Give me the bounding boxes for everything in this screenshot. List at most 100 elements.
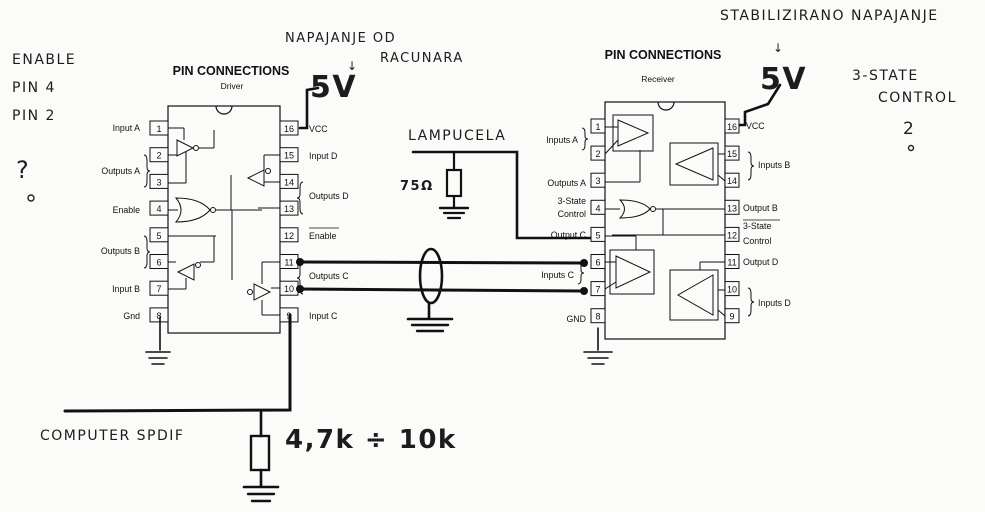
receiver-pin-6-number: 6 bbox=[595, 258, 600, 268]
receiver-pins: 1 16 2 15 3 14 4 13 5 12 6 11 7 10 8 9 bbox=[590, 118, 740, 324]
receiver-pin-8-number: 8 bbox=[595, 312, 600, 322]
driver-subtitle: Driver bbox=[221, 81, 244, 91]
receiver-pin-1-number: 1 bbox=[595, 122, 600, 132]
receiver-pin-3-number: 3 bbox=[595, 176, 600, 186]
receiver-pin-10-number: 10 bbox=[727, 285, 737, 295]
hand-wiring bbox=[63, 83, 782, 503]
receiver-label-outputs-a: Outputs A bbox=[547, 178, 586, 188]
driver-pin-7-box bbox=[149, 280, 169, 296]
driver-pin-12-box bbox=[279, 227, 299, 243]
receiver-pin-7-number: 7 bbox=[595, 285, 600, 295]
note-resistor-range: 4,7k ÷ 10k bbox=[285, 425, 457, 455]
driver-pin-11-number: 11 bbox=[284, 258, 293, 268]
driver-pin-14-number: 14 bbox=[284, 177, 294, 187]
receiver-label-output-b: Output B bbox=[743, 203, 778, 213]
receiver-pin-3-box bbox=[590, 172, 606, 188]
receiver-pin-10-box bbox=[724, 281, 740, 297]
note-resistor-75: 75Ω bbox=[400, 179, 434, 194]
receiver-label-output-c: Output C bbox=[551, 230, 587, 240]
note-question-left: ? bbox=[16, 156, 30, 184]
driver-pin-16-box bbox=[279, 120, 299, 136]
receiver-label-control-2: Control bbox=[743, 236, 771, 246]
receiver-pin-9-number: 9 bbox=[729, 312, 734, 322]
driver-pin-10-number: 10 bbox=[284, 284, 294, 294]
note-napajanje-od: NAPAJANJE OD bbox=[285, 31, 396, 46]
driver-pin-13-number: 13 bbox=[284, 204, 294, 214]
receiver-pin-12-number: 12 bbox=[727, 230, 737, 240]
receiver-label-inputs-c: Inputs C bbox=[541, 270, 574, 280]
handwritten-notes: ENABLE PIN 4 PIN 2 ? NAPAJANJE OD RACUNA… bbox=[12, 8, 957, 455]
receiver-subtitle: Receiver bbox=[641, 74, 675, 84]
note-right-mark: 2 bbox=[903, 119, 915, 139]
driver-label-outputs-b: Outputs B bbox=[101, 246, 140, 256]
driver-pin-1-number: 1 bbox=[156, 124, 161, 134]
driver-label-vcc: VCC bbox=[309, 124, 328, 134]
driver-pin-8-box bbox=[149, 307, 169, 323]
receiver-label-inputs-d: Inputs D bbox=[758, 298, 791, 308]
receiver-pin-16-number: 16 bbox=[727, 122, 737, 132]
receiver-pin-1-box bbox=[590, 118, 606, 134]
driver-label-outputs-a: Outputs A bbox=[101, 166, 140, 176]
driver-pin-3-number: 3 bbox=[156, 177, 161, 187]
receiver-label-3state-2: 3-State bbox=[743, 221, 771, 231]
wire-junctions bbox=[296, 258, 588, 295]
receiver-pin-5-number: 5 bbox=[595, 230, 600, 240]
driver-body bbox=[167, 105, 281, 334]
note-pin4: PIN 4 bbox=[12, 80, 56, 96]
receiver-label-vcc: VCC bbox=[746, 121, 765, 131]
receiver-label-gnd: GND bbox=[566, 314, 586, 324]
receiver-pin-4-number: 4 bbox=[595, 203, 600, 213]
receiver-pin-11-number: 11 bbox=[727, 258, 736, 268]
note-lampucela: LAMPUCELA bbox=[408, 128, 506, 144]
svg-text:↓: ↓ bbox=[773, 41, 785, 55]
driver-pin-8-number: 8 bbox=[156, 311, 161, 321]
receiver-pin-13-box bbox=[724, 199, 740, 215]
receiver-pin-2-number: 2 bbox=[595, 149, 600, 159]
receiver-label-control-1: Control bbox=[558, 209, 586, 219]
receiver-label-inputs-a: Inputs A bbox=[546, 135, 578, 145]
note-computer-spdif: COMPUTER SPDIF bbox=[40, 428, 184, 444]
driver-pin-15-number: 15 bbox=[284, 151, 294, 161]
receiver-pin-5-box bbox=[590, 226, 606, 242]
receiver-title: PIN CONNECTIONS bbox=[605, 48, 722, 62]
driver-label-gnd: Gnd bbox=[123, 311, 140, 321]
note-control: CONTROL bbox=[878, 90, 957, 106]
driver-label-outputs-c: Outputs C bbox=[309, 271, 349, 281]
receiver-pin-13-number: 13 bbox=[727, 203, 737, 213]
receiver-pin-14-box bbox=[724, 172, 740, 188]
driver-label-enable-bar: Enable bbox=[309, 231, 336, 241]
receiver-label-3state-1: 3-State bbox=[558, 196, 586, 206]
driver-chip: PIN CONNECTIONS Driver 1 16 2 15 3 14 4 13 5 12 6 1… bbox=[101, 64, 349, 334]
driver-pin-7-number: 7 bbox=[156, 284, 161, 294]
driver-pin-12-number: 12 bbox=[284, 231, 294, 241]
receiver-pin-8-box bbox=[590, 308, 606, 324]
driver-label-input-b: Input B bbox=[112, 284, 140, 294]
driver-pin-6-number: 6 bbox=[156, 258, 161, 268]
note-racunara: RACUNARA bbox=[380, 51, 464, 66]
driver-pin-2-number: 2 bbox=[156, 151, 161, 161]
receiver-pin-4-box bbox=[590, 199, 606, 215]
receiver-pin-12-box bbox=[724, 226, 740, 242]
receiver-body bbox=[604, 101, 726, 340]
driver-pin-5-number: 5 bbox=[156, 231, 161, 241]
driver-label-input-c: Input C bbox=[309, 311, 338, 321]
driver-pin-5-box bbox=[149, 227, 169, 243]
driver-pin-4-number: 4 bbox=[156, 204, 161, 214]
receiver-pin-15-number: 15 bbox=[727, 149, 737, 159]
driver-label-input-d: Input D bbox=[309, 151, 337, 161]
receiver-pin-2-box bbox=[590, 145, 606, 161]
note-enable: ENABLE bbox=[12, 52, 76, 68]
note-three-state: 3-STATE bbox=[852, 68, 919, 84]
receiver-pin-14-number: 14 bbox=[727, 176, 737, 186]
svg-text:↓: ↓ bbox=[347, 59, 359, 73]
driver-label-input-a: Input A bbox=[113, 123, 141, 133]
note-5v-receiver: 5V bbox=[760, 62, 807, 97]
driver-pin-16-number: 16 bbox=[284, 124, 294, 134]
note-pin2: PIN 2 bbox=[12, 108, 56, 124]
receiver-pin-15-box bbox=[724, 145, 740, 161]
receiver-label-output-d: Output D bbox=[743, 257, 778, 267]
driver-title: PIN CONNECTIONS bbox=[173, 64, 290, 78]
